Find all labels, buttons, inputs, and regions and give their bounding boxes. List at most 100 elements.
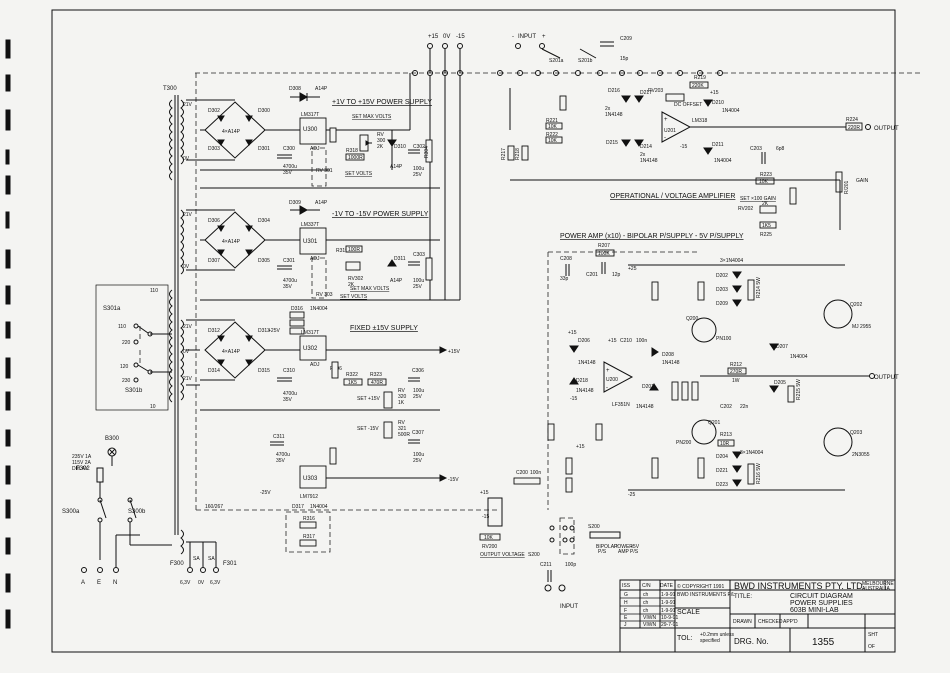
svg-text:230: 230 [122,378,131,384]
svg-text:SET -15V: SET -15V [357,426,379,432]
svg-text:D310: D310 [394,144,406,150]
svg-text:TITLE:: TITLE: [734,594,752,600]
svg-text:R304: R304 [424,146,430,158]
svg-text:+15: +15 [568,330,577,336]
transformer-t300: T300 21V 0V 21V 0V 21V 0V 21V 160/267 [163,86,223,555]
svg-text:SET MAX VOLTS: SET MAX VOLTS [350,286,390,292]
svg-text:110: 110 [118,324,126,330]
svg-text:A14P: A14P [390,164,403,170]
svg-text:R225: R225 [760,232,772,238]
svg-text:1-9-91: 1-9-91 [661,592,676,598]
svg-text:D307: D307 [208,258,220,264]
svg-text:D313: D313 [258,328,270,334]
svg-text:GAIN: GAIN [856,178,869,184]
svg-text:D306: D306 [208,218,220,224]
svg-text:6,3V: 6,3V [210,580,221,586]
svg-text:4×A14P: 4×A14P [222,239,241,245]
svg-text:D202: D202 [716,273,728,279]
drawing-number: 1355 [812,637,835,648]
svg-text:BWD INSTRUMENTS P/L: BWD INSTRUMENTS P/L [677,592,735,598]
power-amplifier: POWER AMP (x10) - BIPOLAR P/SUPPLY - 5V … [479,233,899,610]
svg-text:R214 5W: R214 5W [756,277,762,298]
svg-text:© COPYRIGHT 1991: © COPYRIGHT 1991 [677,583,724,590]
svg-text:A14P: A14P [315,86,328,92]
svg-text:E: E [624,615,628,621]
svg-text:100p: 100p [565,562,576,568]
svg-text:10K: 10K [548,138,558,144]
svg-text:-: - [606,385,608,391]
svg-text:1-9-91: 1-9-91 [661,600,676,606]
svg-text:-: - [512,34,514,40]
svg-text:470R: 470R [371,380,383,386]
svg-text:0V: 0V [198,580,205,586]
svg-text:C306: C306 [412,368,424,374]
svg-text:21V: 21V [183,324,193,330]
svg-text:1N4004: 1N4004 [790,354,808,360]
psu2-heading: -1V TO -15V POWER SUPPLY [332,211,429,218]
svg-text:C311: C311 [273,434,285,440]
s300a-label: S300a [62,509,80,515]
psu-negative-variable: -1V TO -15V POWER SUPPLY 4×A14P D306 D30… [200,200,460,301]
svg-text:29-7-91: 29-7-91 [661,622,678,628]
svg-text:RV203: RV203 [648,88,663,94]
svg-text:R322: R322 [346,372,358,378]
svg-text:D300: D300 [258,108,270,114]
svg-text:2N3055: 2N3055 [852,452,870,458]
binding-marks [5,39,11,629]
svg-text:+15V: +15V [448,349,460,355]
mains-a: A [81,580,85,586]
svg-text:10: 10 [150,404,156,410]
svg-text:R217: R217 [501,148,507,160]
svg-text:LM317T: LM317T [301,112,319,118]
poweramp-output-label: OUTPUT [874,375,899,381]
svg-text:D312: D312 [208,328,220,334]
svg-text:100n: 100n [530,470,541,476]
svg-text:2K: 2K [762,201,769,207]
svg-text:4×A14P: 4×A14P [222,349,241,355]
svg-text:C303: C303 [413,252,425,258]
svg-text:D210: D210 [712,100,724,106]
svg-text:APP'D: APP'D [783,619,798,625]
rail-label-m15: -15 [456,34,465,40]
svg-text:R224: R224 [846,117,858,123]
svg-text:F301: F301 [223,561,237,567]
svg-text:SET MAX VOLTS: SET MAX VOLTS [352,114,392,120]
svg-text:D201: D201 [642,384,654,390]
svg-text:LF351N: LF351N [612,402,630,408]
svg-text:-15: -15 [680,144,687,150]
svg-text:+: + [542,34,546,40]
svg-text:C203: C203 [750,146,762,152]
svg-text:H: H [624,600,628,606]
svg-text:SET VOLTS: SET VOLTS [340,294,368,300]
svg-text:-: - [664,135,666,141]
svg-text:D215: D215 [606,140,618,146]
svg-text:D214: D214 [640,144,652,150]
svg-text:270R: 270R [730,369,742,375]
company-name: BWD INSTRUMENTS PTY. LTD. [734,581,865,591]
svg-text:SA: SA [193,556,200,562]
svg-text:R316: R316 [303,516,315,522]
svg-text:D317: D317 [292,504,304,510]
svg-text:33p: 33p [560,276,569,282]
psu1-heading: +1V TO +15V POWER SUPPLY [332,99,432,106]
svg-text:6,3V: 6,3V [180,580,191,586]
svg-text:ADJ: ADJ [310,256,320,262]
svg-text:C310: C310 [283,368,295,374]
svg-text:Q201: Q201 [708,420,720,426]
svg-text:D217: D217 [640,90,652,96]
svg-text:D221: D221 [716,468,728,474]
svg-text:D223: D223 [716,482,728,488]
svg-text:J: J [624,622,627,628]
svg-text:LM317T: LM317T [301,330,319,336]
svg-text:1N4004: 1N4004 [714,158,732,164]
svg-text:D203: D203 [716,287,728,293]
poweramp-heading: POWER AMP (x10) - BIPOLAR P/SUPPLY - 5V … [560,233,744,240]
svg-text:U300: U300 [303,127,318,133]
